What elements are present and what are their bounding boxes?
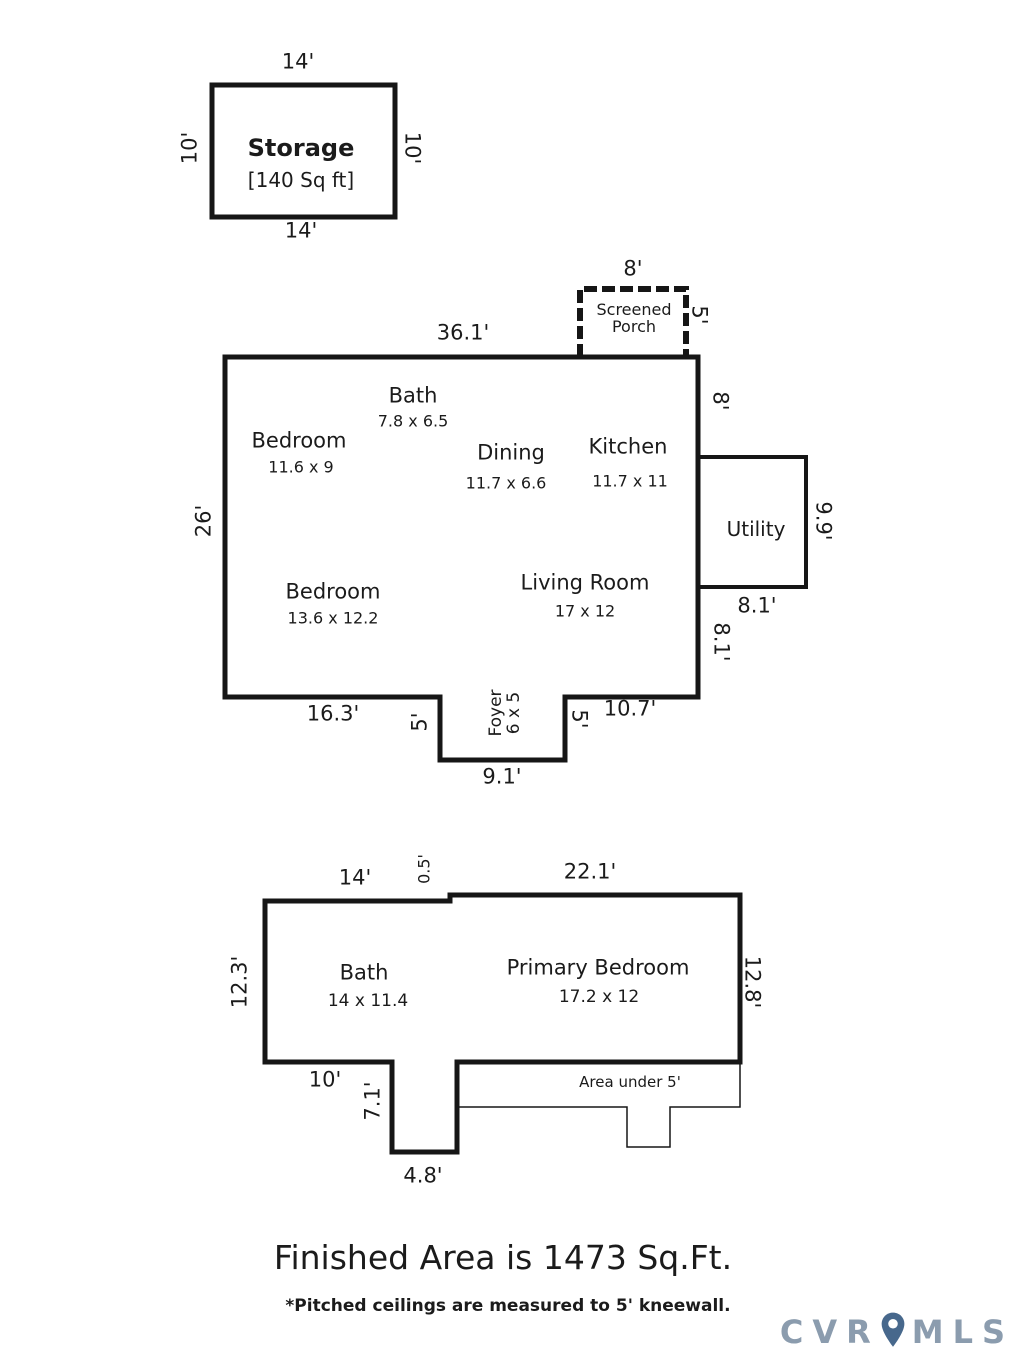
room-label: Dining [477,440,545,465]
room-label: Bedroom [285,579,381,604]
foyer-dims: 6 x 5 [504,691,524,735]
storage-dim-right: 10' [400,131,425,165]
porch-dim-right: 5' [687,305,712,325]
porch-label-line2: Porch [611,317,657,336]
storage-outline [209,82,398,220]
main-dim-left: 26' [191,504,216,538]
storage-dim-top: 14' [281,49,315,74]
utility-dim-bottom: 8.1' [737,593,777,618]
upper-dim-left: 12.3' [227,955,252,1009]
screened-porch-outline [577,286,689,357]
foyer-dim-right: 5' [567,709,592,729]
room-label: Living Room [520,570,650,595]
room-dims: 11.7 x 6.6 [465,473,547,493]
area-under-5-label: Area under 5' [579,1072,681,1091]
main-dim-right-lower: 8.1' [709,622,734,662]
upper-dim-top-left: 14' [338,865,372,890]
main-dim-top: 36.1' [436,320,490,345]
room-label: Primary Bedroom [506,955,690,980]
foyer-name: Foyer [486,689,506,737]
footnote-text: *Pitched ceilings are measured to 5' kne… [285,1295,731,1316]
main-dim-right-upper: 8' [708,391,733,411]
utility-outline [696,455,808,589]
main-dim-bottom-right: 10.7' [603,696,657,721]
room-label: Bath [388,383,438,408]
upper-dim-bottom-left: 10' [308,1067,342,1092]
logo-suffix: MLS [911,1313,1014,1351]
finished-area-text: Finished Area is 1473 Sq.Ft. [273,1238,733,1278]
map-pin-icon [881,1312,905,1347]
room-dims: 13.6 x 12.2 [287,608,379,628]
room-dims: 17.2 x 12 [558,986,640,1007]
upper-dim-top-right: 22.1' [563,859,617,884]
room-label-utility: Utility [726,517,786,542]
upper-dim-right: 12.8' [740,955,765,1009]
room-dims: 11.6 x 9 [268,457,334,477]
room-dims: 14 x 11.4 [327,990,409,1011]
storage-area: [140 Sq ft] [247,168,355,193]
storage-dim-bottom: 14' [284,218,318,243]
foyer-dim-left: 5' [407,712,432,732]
room-dims: 17 x 12 [554,601,616,621]
upper-dim-top-step: 0.5' [414,854,434,884]
cvrmls-logo: CVR MLS [780,1312,1014,1352]
utility-dim-right: 9.9' [811,501,836,541]
upper-floor-outline [262,892,743,1155]
storage-title: Storage [247,134,355,163]
room-dims: 7.8 x 6.5 [377,411,449,431]
foyer-label: Foyer 6 x 5 [486,689,524,737]
logo-prefix: CVR [779,1313,880,1351]
porch-label-line1: Screened [596,300,672,319]
porch-label: Screened Porch [596,301,671,335]
room-dims: 11.7 x 11 [592,471,668,491]
porch-dim-top: 8' [623,256,643,281]
area-under-5-outline [456,1062,741,1148]
main-dim-bottom-left: 16.3' [306,701,360,726]
foyer-dim-bottom: 9.1' [482,764,522,789]
storage-dim-left: 10' [177,131,202,165]
room-label: Bedroom [251,428,347,453]
upper-notch-depth: 7.1' [360,1081,385,1121]
room-label: Bath [339,960,389,985]
upper-notch-width: 4.8' [403,1163,443,1188]
room-label: Kitchen [588,434,668,459]
